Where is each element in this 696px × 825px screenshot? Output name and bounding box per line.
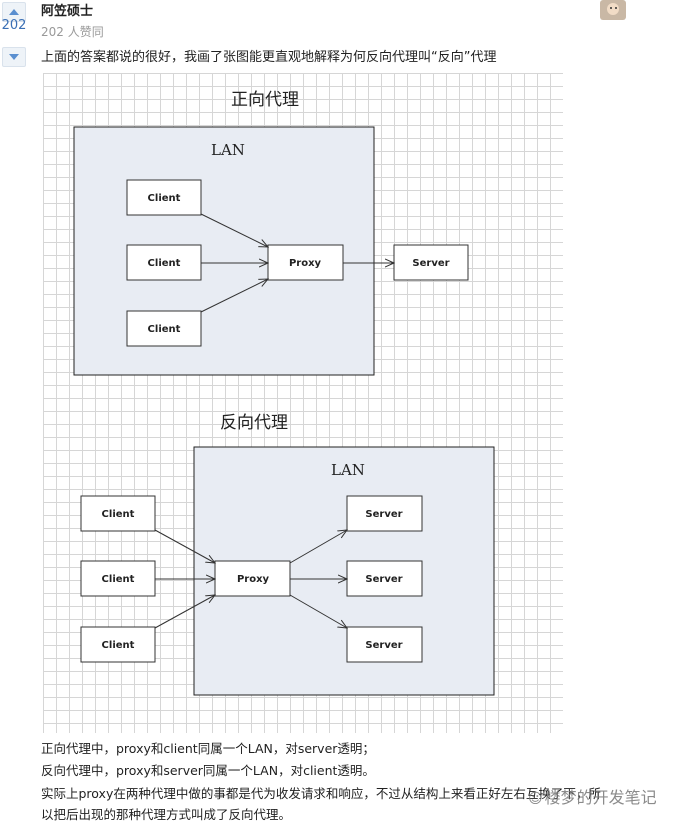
watermark: ☺楼梦的开发笔记 — [528, 784, 657, 808]
reverse-proxy-node — [214, 560, 291, 597]
proxy-diagram-svg: 正向代理 LAN Client Client Client Proxy Serv… — [73, 90, 495, 696]
reverse-server-node — [346, 626, 423, 663]
explanation-line: 反向代理中，proxy和server同属一个LAN，对client透明。 — [41, 763, 375, 778]
explanation-line: 以把后出现的那种代理方式叫成了反向代理。 — [41, 807, 292, 822]
reverse-arrow — [154, 529, 215, 563]
forward-proxy-title: 正向代理 — [231, 90, 299, 110]
reverse-server-label: Server — [365, 509, 402, 520]
vote-count: 202 — [1, 18, 27, 33]
reverse-arrow — [289, 594, 347, 628]
wechat-icon: ☺ — [528, 791, 543, 807]
reverse-server-label: Server — [365, 640, 402, 651]
reverse-server-label: Server — [365, 574, 402, 585]
reverse-server-node — [346, 560, 423, 597]
reverse-proxy-title: 反向代理 — [220, 413, 288, 433]
forward-client-label: Client — [148, 193, 181, 204]
avatar-eye-icon — [610, 7, 612, 9]
reverse-client-label: Client — [102, 640, 135, 651]
downvote-button[interactable] — [2, 47, 26, 67]
forward-lan-label: LAN — [211, 141, 245, 159]
forward-client-node — [126, 244, 202, 281]
forward-arrow — [200, 279, 268, 313]
avatar[interactable] — [600, 0, 626, 20]
watermark-text: 楼梦的开发笔记 — [544, 788, 657, 807]
forward-arrow — [200, 213, 268, 247]
reverse-lan-label: LAN — [331, 461, 365, 479]
votes-summary[interactable]: 202 人赞同 — [41, 25, 104, 39]
author-name[interactable]: 阿笠硕士 — [41, 4, 94, 19]
forward-server-node — [393, 244, 469, 281]
upvote-arrow-icon — [9, 9, 19, 15]
reverse-server-node — [346, 495, 423, 532]
reverse-client-node — [80, 495, 156, 532]
avatar-face-icon — [607, 3, 619, 15]
reverse-client-label: Client — [102, 509, 135, 520]
forward-client-label: Client — [148, 324, 181, 335]
forward-server-label: Server — [412, 258, 449, 269]
upvote-button[interactable] — [2, 2, 26, 22]
reverse-client-node — [80, 626, 156, 663]
reverse-client-label: Client — [102, 574, 135, 585]
proxy-diagram: 正向代理 LAN Client Client Client Proxy Serv… — [43, 73, 563, 733]
forward-client-label: Client — [148, 258, 181, 269]
reverse-arrow — [289, 530, 347, 564]
reverse-proxy-label: Proxy — [237, 574, 270, 585]
avatar-eye-icon — [615, 7, 617, 9]
forward-client-node — [126, 179, 202, 216]
reverse-arrow — [154, 595, 215, 629]
explanation-line: 实际上proxy在两种代理中做的事都是代为收发请求和响应，不过从结构上来看正好左… — [41, 786, 601, 801]
answer-intro-text: 上面的答案都说的很好，我画了张图能更直观地解释为何反向代理叫“反向”代理 — [41, 50, 497, 65]
forward-client-node — [126, 310, 202, 347]
explanation-line: 正向代理中，proxy和client同属一个LAN，对server透明； — [41, 741, 375, 756]
forward-proxy-label: Proxy — [289, 258, 322, 269]
downvote-arrow-icon — [9, 54, 19, 60]
